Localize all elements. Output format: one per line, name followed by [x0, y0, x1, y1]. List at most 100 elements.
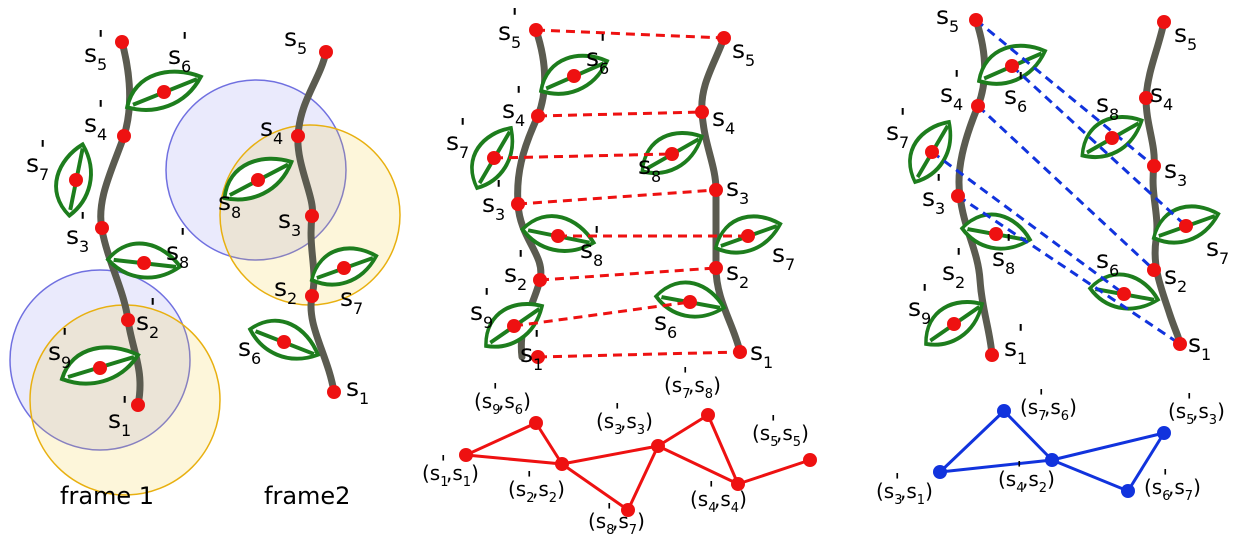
label-s1p: s1' — [108, 391, 131, 440]
graph-node-label: (s6',s7) — [1144, 465, 1201, 504]
graph-node — [1157, 426, 1171, 440]
label-s4: s4 — [712, 103, 735, 138]
graph-node — [1045, 453, 1059, 467]
graph-node — [933, 465, 947, 479]
correspondence-graph-blue: (s3',s1) (s7',s6) (s4',s2) (s5',s3) (s6',s7) — [876, 385, 1225, 508]
graph-node-label: (s4',s2) — [998, 457, 1055, 496]
graph-node-label: (s8',s7) — [588, 499, 645, 538]
label-s8p: s8' — [166, 223, 189, 272]
graph-node-label: (s9',s6) — [474, 379, 531, 418]
graph-node-label: (s3',s1) — [876, 469, 933, 508]
label-s8: s8 — [218, 187, 241, 222]
label-s5p: s5' — [936, 0, 959, 36]
label-s3p: s3' — [922, 169, 945, 218]
label-s6p: s6' — [168, 27, 191, 76]
label-s2: s2 — [726, 257, 749, 292]
label-s9p: s9' — [908, 279, 931, 328]
graph-edge — [465, 453, 563, 466]
graph-edge — [465, 421, 537, 457]
label-s7: s7 — [1206, 233, 1229, 268]
plant-frame1 — [39, 35, 206, 412]
graph-node-label: (s7',s6) — [1020, 385, 1077, 424]
label-s7p: s7' — [446, 113, 469, 162]
label-s9p: s9' — [470, 283, 493, 332]
label-s8p: s8' — [992, 229, 1015, 278]
graph-node-label: (s3',s3) — [596, 399, 653, 438]
label-s6: s6 — [1096, 245, 1119, 280]
label-s8: s8 — [1096, 89, 1119, 124]
graph-node — [803, 453, 817, 467]
label-s3p: s3' — [482, 175, 505, 224]
graph-edge — [657, 444, 739, 486]
label-s1: s1 — [750, 337, 773, 372]
label-s8p: s8' — [580, 221, 603, 270]
label-s3: s3 — [726, 173, 749, 208]
graph-node-label: (s1',s1) — [422, 451, 479, 490]
label-s4p: s4' — [502, 81, 525, 130]
graph-node — [621, 503, 635, 517]
label-s2: s2 — [274, 273, 297, 308]
label-s2p: s2' — [504, 245, 527, 294]
panel-frames: s5' s6' s4' s7' s3' s8' s2' s9' s1' s5 s… — [9, 23, 401, 510]
label-s9p: s9' — [48, 323, 71, 372]
label-s3: s3 — [1164, 155, 1187, 190]
label-s7: s7 — [772, 239, 795, 274]
graph-node-label: (s7',s8) — [664, 363, 721, 402]
label-s7p: s7' — [26, 135, 49, 184]
label-s3p: s3' — [66, 207, 89, 256]
graph-node — [701, 408, 715, 422]
graph-edge — [1051, 431, 1165, 462]
graph-edge — [561, 462, 629, 512]
label-s6: s6 — [654, 307, 677, 342]
panel-red-matching: s5' s6' s4' s7' s3' s8' s2' s9' s1' s5 s… — [422, 3, 817, 538]
graph-node-label: (s5',s5) — [752, 411, 809, 450]
label-s3: s3 — [278, 205, 301, 240]
label-s6p: s6' — [586, 29, 609, 78]
label-s4p: s4' — [84, 95, 107, 144]
label-s2p: s2' — [942, 243, 965, 292]
label-s5: s5 — [732, 35, 755, 70]
graph-edge — [657, 413, 709, 448]
graph-edge — [1002, 409, 1054, 462]
graph-node — [529, 416, 543, 430]
label-s5: s5 — [1174, 19, 1197, 54]
graph-node — [555, 457, 569, 471]
graph-edge — [938, 409, 1006, 474]
label-s5: s5 — [284, 23, 307, 58]
graph-node-label: (s4',s4) — [690, 477, 747, 516]
graph-edge — [626, 445, 660, 511]
caption-frame2: frame2 — [264, 482, 350, 510]
label-s4: s4 — [1150, 79, 1173, 114]
graph-node-label: (s2',s2) — [508, 467, 565, 506]
label-s4p: s4' — [940, 65, 963, 114]
graph-edge — [534, 422, 564, 465]
plant-frame2 — [217, 45, 379, 399]
graph-edge — [939, 458, 1053, 474]
graph-edge — [561, 444, 659, 466]
label-s6: s6 — [238, 333, 261, 368]
label-s7p: s7' — [886, 103, 909, 152]
label-s1p: s1' — [520, 325, 543, 374]
caption-frame1: frame 1 — [60, 482, 154, 510]
graph-edge — [706, 414, 740, 485]
graph-edge — [737, 458, 811, 486]
label-s5p: s5' — [84, 25, 107, 74]
graph-node — [731, 477, 745, 491]
label-s4: s4 — [260, 113, 283, 148]
label-s2: s2 — [1164, 261, 1187, 296]
label-s1: s1 — [346, 373, 369, 408]
panel-blue-matching: s5' s6' s4' s7' s3' s8' s2' s9' s1' s5 s… — [876, 0, 1229, 508]
graph-node-label: (s5',s3) — [1168, 389, 1225, 428]
graph-edge — [1051, 458, 1129, 493]
label-s7: s7 — [340, 283, 363, 318]
label-s8: s8 — [638, 151, 661, 186]
graph-node — [459, 448, 473, 462]
graph-edge — [1126, 432, 1166, 492]
label-s5p: s5' — [498, 3, 521, 52]
graph-node — [651, 439, 665, 453]
correspondence-graph-red: (s1',s1) (s9',s6) (s2',s2) (s3',s3) (s8',s7)… — [422, 363, 817, 538]
graph-node — [1121, 484, 1135, 498]
label-s6p: s6' — [1004, 67, 1027, 116]
label-s1: s1 — [1188, 329, 1211, 364]
